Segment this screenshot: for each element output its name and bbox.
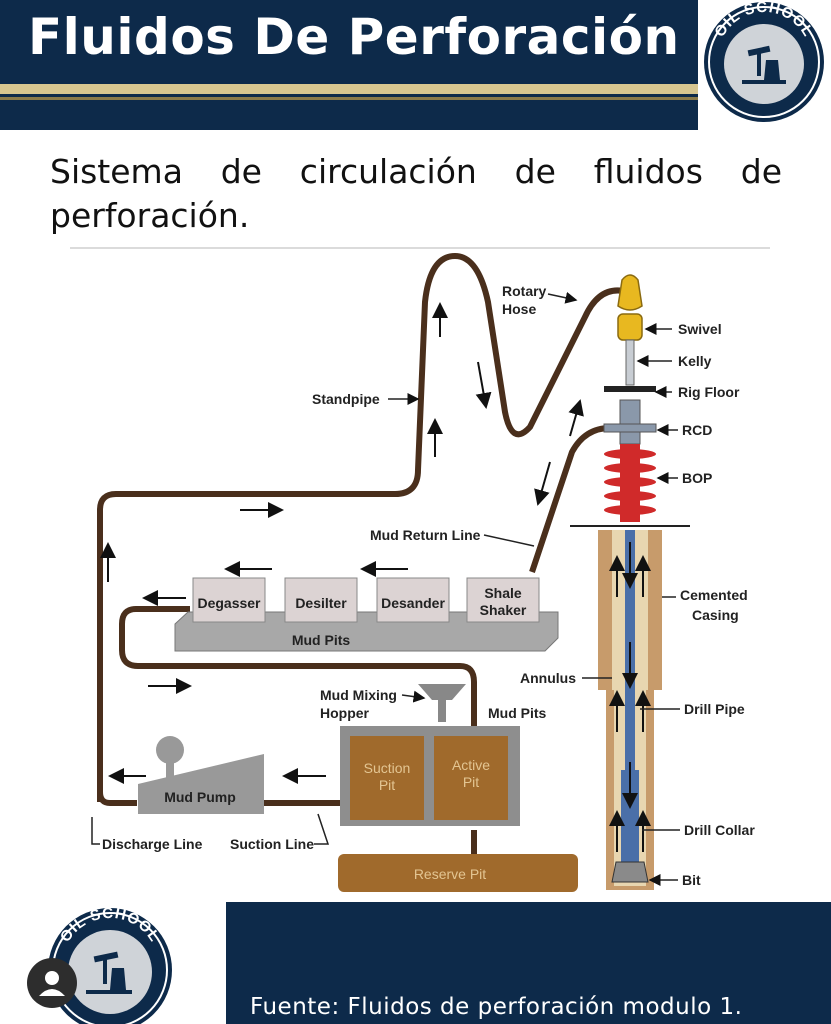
discharge-line bbox=[97, 791, 137, 806]
desilter-box bbox=[284, 577, 358, 623]
desander-label: Desander bbox=[381, 595, 445, 611]
degasser-box bbox=[192, 577, 266, 623]
bit-label: Bit bbox=[682, 872, 701, 888]
header-stripe-thin bbox=[0, 97, 698, 100]
rig-floor-bar bbox=[604, 386, 656, 392]
user-avatar[interactable] bbox=[27, 958, 77, 1008]
desander-box bbox=[376, 577, 450, 623]
header-stripe bbox=[0, 84, 698, 94]
oil-school-logo-top: OIL SCHOOL bbox=[704, 0, 824, 122]
desilter-label: Desilter bbox=[295, 595, 347, 611]
pit-loop-line bbox=[119, 606, 477, 732]
mud-pits-bar-label: Mud Pits bbox=[292, 632, 351, 648]
user-icon bbox=[39, 971, 65, 996]
bop-label: BOP bbox=[682, 470, 712, 486]
mud-pump-icon bbox=[138, 736, 264, 814]
drill-pipe-label: Drill Pipe bbox=[684, 701, 745, 717]
suction-pit-label-1: Suction bbox=[364, 760, 411, 776]
active-pit-label-2: Pit bbox=[463, 774, 479, 790]
suction-pit-label-2: Pit bbox=[379, 777, 395, 793]
swivel-icon bbox=[617, 274, 643, 341]
mud-return-line-label: Mud Return Line bbox=[370, 527, 481, 543]
rcd-port bbox=[603, 423, 657, 433]
active-pit-label-1: Active bbox=[452, 757, 490, 773]
cemented-casing-label-1: Cemented bbox=[680, 587, 748, 603]
kelly-pipe bbox=[625, 339, 635, 386]
drill-collar-label: Drill Collar bbox=[684, 822, 755, 838]
footer-banner: Fuente: Fluidos de perforación modulo 1. bbox=[226, 902, 831, 1024]
source-citation: Fuente: Fluidos de perforación modulo 1. bbox=[250, 994, 743, 1020]
hopper-pipe bbox=[438, 700, 446, 722]
diagram-subtitle: Sistema de circulación de fluidos de per… bbox=[50, 152, 782, 235]
rig-floor-label: Rig Floor bbox=[678, 384, 740, 400]
page-title: Fluidos De Perforación bbox=[28, 8, 680, 66]
rcd-body bbox=[619, 399, 641, 445]
mud-pump-label: Mud Pump bbox=[164, 789, 236, 805]
flow-arrows bbox=[100, 302, 584, 784]
shale-shaker-label-1: Shale bbox=[484, 585, 522, 601]
standpipe-line bbox=[97, 252, 629, 802]
rotary-hose-label-2: Hose bbox=[502, 301, 536, 317]
suction-pit bbox=[350, 736, 424, 820]
pumpjack-icon bbox=[742, 45, 786, 84]
drill-bit bbox=[611, 861, 649, 883]
mud-pits-label: Mud Pits bbox=[488, 705, 547, 721]
mud-circulation-diagram: Degasser Desilter Desander Shale Shaker … bbox=[70, 247, 770, 892]
annulus-label: Annulus bbox=[520, 670, 576, 686]
reserve-pit bbox=[338, 854, 578, 892]
header-banner: Fluidos De Perforación bbox=[0, 0, 698, 130]
degasser-label: Degasser bbox=[197, 595, 261, 611]
mud-mixing-hopper bbox=[418, 684, 466, 700]
rcd-label: RCD bbox=[682, 422, 712, 438]
rotary-hose-label-1: Rotary bbox=[502, 283, 547, 299]
active-pit bbox=[434, 736, 508, 820]
mud-mixing-hopper-label-1: Mud Mixing bbox=[320, 687, 397, 703]
swivel-label: Swivel bbox=[678, 321, 722, 337]
mud-pits-bar bbox=[174, 611, 559, 652]
shale-shaker-box bbox=[466, 577, 540, 623]
mud-mixing-hopper-label-2: Hopper bbox=[320, 705, 370, 721]
bop-stack bbox=[604, 444, 656, 522]
kelly-label: Kelly bbox=[678, 353, 712, 369]
pumpjack-icon-bottom bbox=[86, 951, 132, 994]
suction-line-label: Suction Line bbox=[230, 836, 314, 852]
wellbore-arrows bbox=[609, 542, 651, 852]
cemented-casing-label-2: Casing bbox=[692, 607, 739, 623]
shale-shaker-label-2: Shaker bbox=[480, 602, 527, 618]
standpipe-label: Standpipe bbox=[312, 391, 380, 407]
reserve-pit-label: Reserve Pit bbox=[414, 866, 486, 882]
oil-school-logo-bottom: OIL SCHOOL bbox=[48, 905, 172, 1024]
discharge-line-label: Discharge Line bbox=[102, 836, 203, 852]
